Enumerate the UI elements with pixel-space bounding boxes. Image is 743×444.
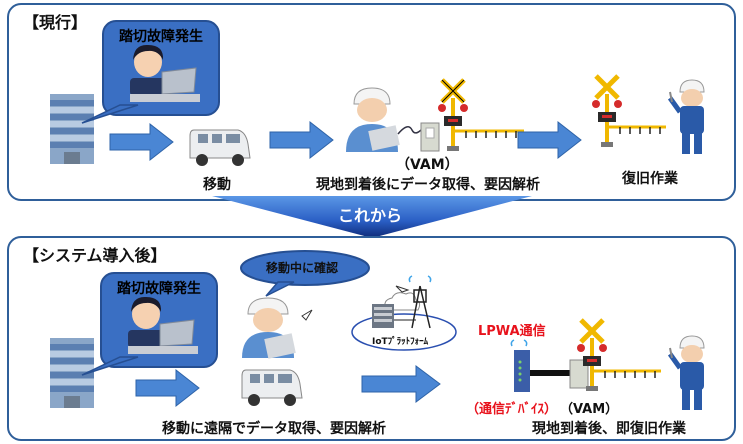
repair-label: 復旧作業: [622, 171, 678, 187]
worker-with-tablet-icon: [242, 297, 313, 359]
remote-analysis-label: 移動に遠隔でデータ取得、要因解析: [162, 421, 386, 437]
railroad-crossing-icon: [577, 318, 661, 391]
move-label: 移動: [203, 177, 231, 193]
operator-at-laptop-icon: [128, 296, 198, 354]
vam-device-icon: [420, 122, 440, 152]
transition-label: これから: [338, 206, 403, 225]
flow-arrow-icon: [109, 122, 174, 162]
railroad-crossing-icon: [438, 78, 524, 151]
office-building-icon: [50, 94, 94, 164]
flow-arrow-icon: [361, 365, 441, 403]
vam-label: （VAM）: [560, 402, 619, 417]
device-label: （通信ﾃﾞﾊﾞｲｽ）: [466, 402, 558, 417]
incident-bubble-text: 踏切故障発生: [117, 281, 201, 297]
lpwa-label: LPWA通信: [478, 324, 546, 339]
incident-bubble-text: 踏切故障発生: [119, 29, 203, 45]
onsite-repair-label: 現地到着後、即復旧作業: [532, 421, 686, 437]
transition-chevron-icon: [212, 196, 532, 238]
after-panel-title: 【システム導入後】: [23, 246, 167, 265]
flow-arrow-icon: [517, 120, 582, 160]
vam-label: （VAM）: [396, 157, 459, 173]
bubble-tail-icon: [81, 356, 139, 376]
iot-platform-label: IoTﾌﾟﾗｯﾄﾌｫｰﾑ: [372, 337, 429, 347]
service-van-icon: [189, 129, 251, 166]
flow-arrow-icon: [269, 120, 334, 160]
flow-arrow-icon: [135, 368, 200, 408]
operator-at-laptop-icon: [130, 44, 200, 102]
confirm-bubble-text: 移動中に確認: [266, 261, 339, 275]
bubble-tail-icon: [81, 104, 139, 124]
repair-worker-icon: [667, 79, 705, 154]
onsite-analysis-label: 現地到着後にデータ取得、要因解析: [316, 177, 540, 193]
railroad-crossing-icon: [592, 74, 666, 147]
service-van-icon: [241, 369, 303, 406]
worker-with-tablet-icon: [346, 87, 400, 152]
confirm-bubble-shape: [240, 250, 370, 297]
iot-platform-icon: [351, 275, 457, 351]
current-panel-title: 【現行】: [23, 13, 88, 32]
repair-worker-icon: [667, 335, 705, 410]
communication-device-icon: [510, 339, 589, 392]
